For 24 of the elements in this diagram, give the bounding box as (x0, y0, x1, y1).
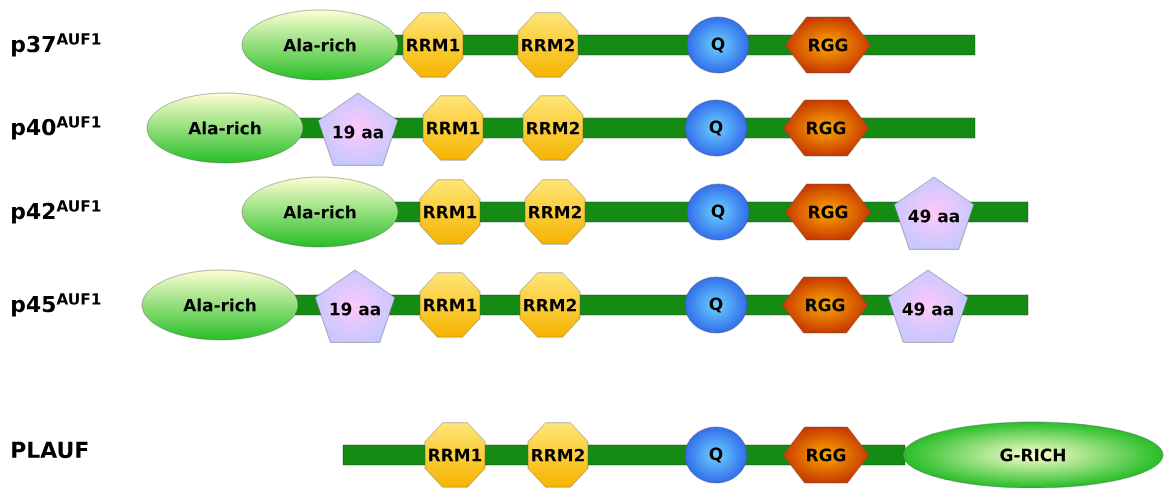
protein-label: PLAUF (12, 441, 88, 459)
domain-pentagon: 19 aa (314, 269, 396, 343)
domain-octagon: RRM1 (424, 422, 486, 488)
domain-pentagon: 49 aa (887, 269, 969, 343)
protein-label: p37$^{AUF1}$ (12, 33, 101, 57)
domain-octagon: RRM1 (402, 12, 464, 78)
domain-pentagon: 49 aa (893, 176, 975, 250)
protein-label: p40$^{AUF1}$ (12, 116, 101, 140)
domain-octagon: RRM1 (419, 272, 481, 338)
domain-octagon: RRM2 (519, 272, 581, 338)
domain-octagon: RRM1 (419, 179, 481, 245)
domain-hexagon: RGG (782, 426, 870, 484)
domain-octagon: RRM2 (517, 12, 579, 78)
protein-label: p42$^{AUF1}$ (12, 200, 101, 224)
domain-octagon: RRM2 (522, 95, 584, 161)
domain-hexagon: RGG (782, 99, 870, 157)
protein-label: p45$^{AUF1}$ (12, 293, 101, 317)
domain-octagon: RRM2 (527, 422, 589, 488)
domain-hexagon: RGG (784, 183, 872, 241)
domain-hexagon: RGG (784, 16, 872, 74)
domain-octagon: RRM1 (422, 95, 484, 161)
domain-hexagon: RGG (781, 276, 869, 334)
domain-pentagon: 19 aa (317, 92, 399, 166)
domain-octagon: RRM2 (524, 179, 586, 245)
